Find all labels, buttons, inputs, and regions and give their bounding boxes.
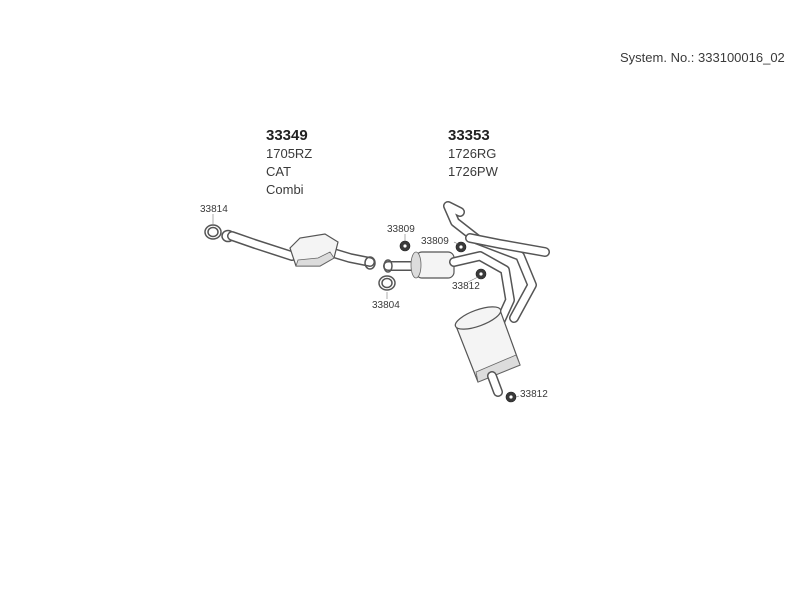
callout-mount-d: 33812 xyxy=(520,389,548,400)
callout-mount-c: 33812 xyxy=(452,281,480,292)
callout-mid-gasket: 33804 xyxy=(372,300,400,311)
system-number: System. No.: 333100016_02 xyxy=(620,50,785,65)
middle-muffler xyxy=(383,251,455,279)
mid-gasket xyxy=(378,275,396,291)
rear-pipes xyxy=(443,201,550,327)
part-number-front: 33349 xyxy=(266,127,308,144)
callout-mount-a: 33809 xyxy=(387,224,415,235)
front-pipe-cat xyxy=(227,231,376,270)
leader-lines xyxy=(212,214,520,398)
assembly-label-rear: 33353 1726RG 1726PW xyxy=(448,127,499,179)
callout-mount-b: 33809 xyxy=(421,236,449,247)
rubber-mount-b xyxy=(455,241,467,253)
assembly-label-front: 33349 1705RZ CAT Combi xyxy=(266,127,312,197)
callout-front-gasket: 33814 xyxy=(200,204,228,215)
rubber-mount-c xyxy=(475,268,487,280)
variant-type-cat: CAT xyxy=(266,164,291,179)
rear-muffler xyxy=(454,306,521,397)
variant-body-combi: Combi xyxy=(266,182,304,197)
variant-code-rear-2: 1726PW xyxy=(448,164,499,179)
variant-code-rear-1: 1726RG xyxy=(448,146,496,161)
part-number-rear: 33353 xyxy=(448,127,490,144)
rubber-mount-d xyxy=(505,391,517,403)
variant-code-front: 1705RZ xyxy=(266,146,312,161)
rubber-mount-a xyxy=(399,240,411,252)
